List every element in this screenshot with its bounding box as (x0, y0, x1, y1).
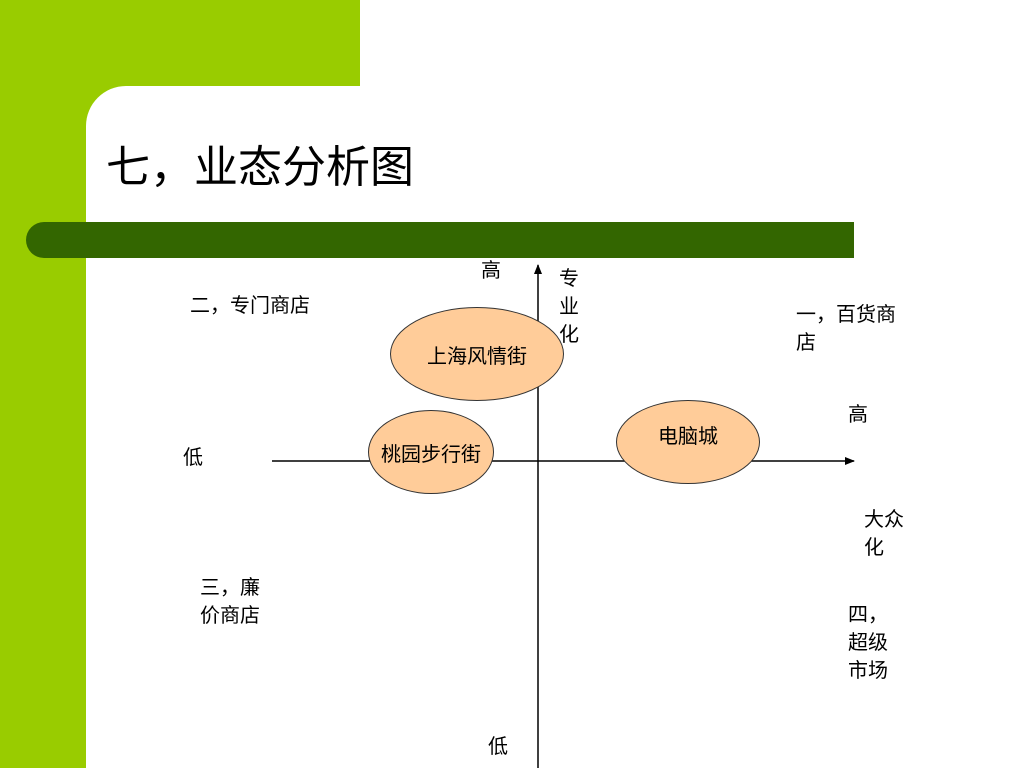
title-underline-bar (26, 222, 854, 258)
horizontal-axis-right-label: 高 (848, 402, 868, 426)
node-taoyuan-pedestrian-street: 桃园步行街 (368, 410, 494, 494)
horizontal-axis-left-label: 低 (183, 445, 203, 469)
vertical-axis-top-label: 高 (481, 258, 501, 282)
quadrant-2-label: 二，专门商店 (190, 293, 310, 317)
quadrant-4-label: 四，超级市场 (848, 602, 888, 682)
vertical-axis-name: 专业化 (559, 266, 579, 346)
node-label: 电脑城 (658, 423, 718, 448)
slide-title: 七，业态分析图 (106, 142, 414, 193)
quadrant-3-label: 三，廉价商店 (200, 575, 260, 627)
node-label: 上海风情街 (427, 343, 527, 368)
node-shanghai-fengqing-street: 上海风情街 (390, 307, 564, 401)
vertical-axis-bottom-label: 低 (488, 734, 508, 758)
node-computer-city: 电脑城 (616, 400, 760, 484)
content-panel (86, 86, 1024, 768)
horizontal-axis-name: 大众化 (864, 507, 904, 559)
quadrant-1-label: 一，百货商店 (796, 302, 896, 354)
node-label: 桃园步行街 (381, 441, 481, 466)
